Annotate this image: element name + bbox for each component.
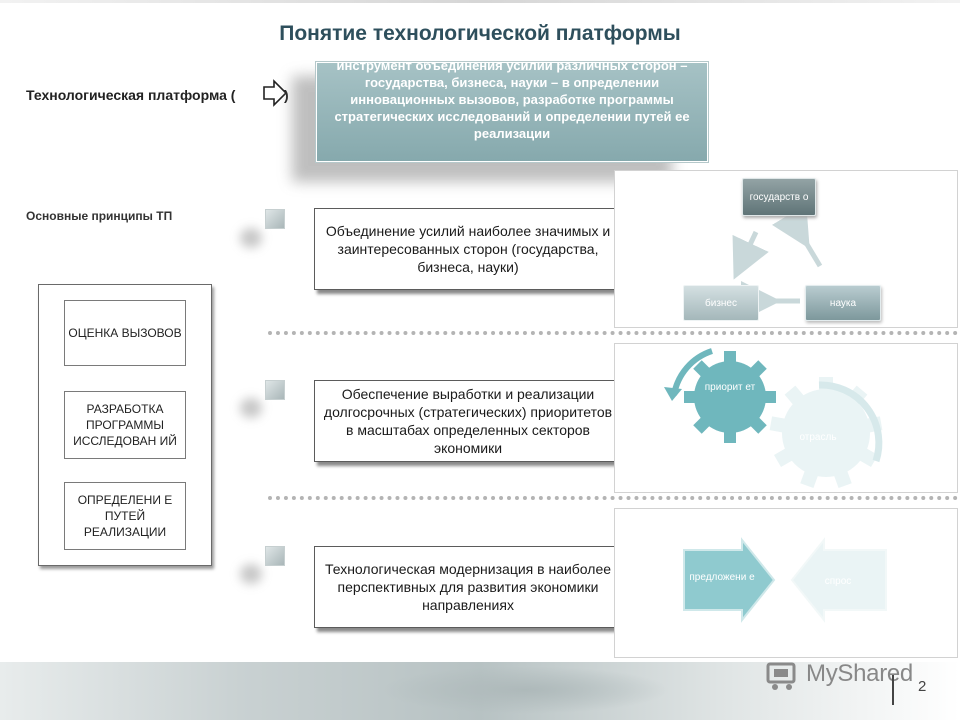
- bullet-square: [265, 546, 285, 566]
- node-science: наука: [805, 285, 881, 321]
- page-separator: [892, 675, 894, 705]
- bullet-shadow: [240, 564, 262, 584]
- principle-box-3: Технологическая модернизация в наиболее …: [314, 546, 622, 628]
- step-text: РАЗРАБОТКА ПРОГРАММЫ ИССЛЕДОВАН ИЙ: [73, 402, 177, 448]
- right-arrow-icon: [262, 78, 288, 108]
- supply-demand-arrows: [683, 537, 887, 623]
- principle-box-2: Обеспечение выработки и реализации долго…: [314, 380, 622, 462]
- principle-box-1: Объединение усилий наиболее значимых и з…: [314, 208, 622, 290]
- bullet-square: [265, 380, 285, 400]
- step-text: ОПРЕДЕЛЕНИ Е ПУТЕЙ РЕАЛИЗАЦИИ: [77, 493, 173, 539]
- gears-diagram: [664, 348, 883, 489]
- principle-text: Объединение усилий наиболее значимых и з…: [325, 223, 611, 275]
- bullet-shadow: [240, 228, 262, 248]
- node-state: государств о: [742, 178, 816, 216]
- dotted-separator: [268, 496, 958, 500]
- principles-label: Основные принципы ТП: [26, 209, 173, 223]
- supply-demand-panel: [614, 508, 958, 658]
- slide-title: Понятие технологической платформы: [279, 22, 681, 45]
- definition-text: инструмент объединения усилий различных …: [334, 62, 690, 141]
- principle-text: Обеспечение выработки и реализации долго…: [323, 386, 613, 456]
- bullet-square: [265, 209, 285, 229]
- top-decor-line: [0, 0, 960, 3]
- definition-box: инструмент объединения усилий различных …: [316, 62, 708, 162]
- platform-label-close: ): [284, 87, 289, 103]
- step-implementation: ОПРЕДЕЛЕНИ Е ПУТЕЙ РЕАЛИЗАЦИИ: [64, 482, 186, 550]
- page-number: 2: [918, 678, 927, 695]
- bullet-shadow: [240, 398, 262, 418]
- platform-label: Технологическая платформа (: [26, 87, 236, 103]
- step-text: ОЦЕНКА ВЫЗОВОВ: [68, 326, 182, 340]
- principle-text: Технологическая модернизация в наиболее …: [324, 561, 612, 613]
- triangle-arrows: [732, 204, 823, 321]
- dotted-separator: [268, 331, 958, 335]
- cart-icon: [766, 662, 796, 690]
- supply-label: предложени е: [689, 572, 755, 583]
- step-program: РАЗРАБОТКА ПРОГРАММЫ ИССЛЕДОВАН ИЙ: [64, 391, 186, 459]
- node-business: бизнес: [683, 285, 759, 321]
- watermark-text: MyShared: [806, 660, 913, 687]
- gear-primary-label: приорит ет: [704, 382, 756, 393]
- demand-label: спрос: [824, 576, 852, 587]
- footer-highlight: [380, 666, 670, 714]
- step-challenges: ОЦЕНКА ВЫЗОВОВ: [64, 300, 186, 366]
- gear-secondary-label: отрасль: [799, 432, 837, 443]
